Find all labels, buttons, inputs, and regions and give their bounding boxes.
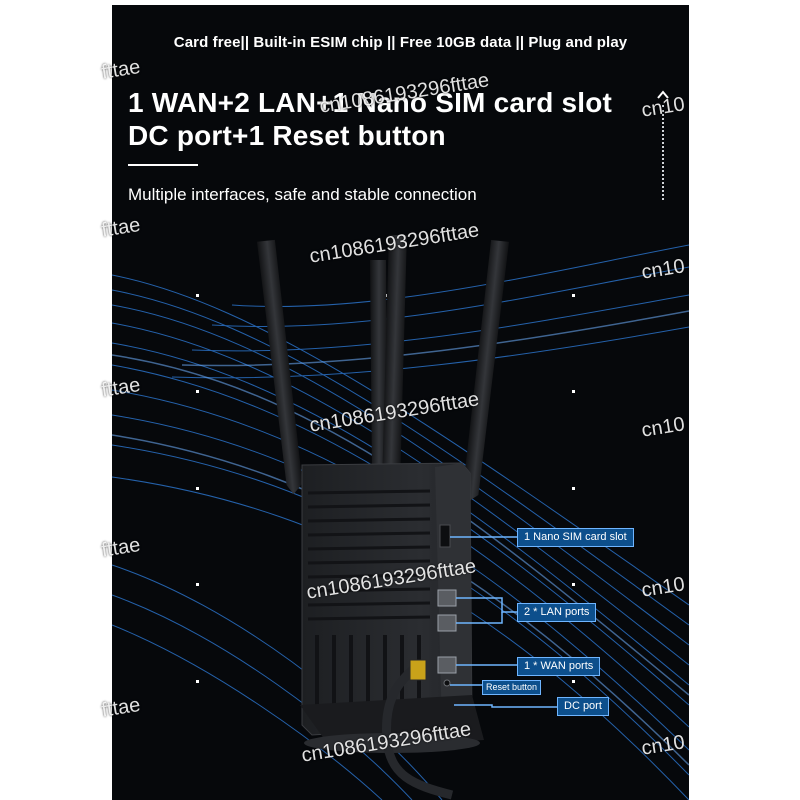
product-poster: Card free|| Built-in ESIM chip || Free 1…	[112, 5, 689, 800]
headline-line-1: 1 WAN+2 LAN+1 Nano SIM card slot	[128, 87, 613, 118]
scroll-indicator[interactable]	[662, 105, 667, 200]
router-body	[300, 462, 484, 800]
callout-dc-port: DC port	[557, 697, 609, 716]
subtitle: Multiple interfaces, safe and stable con…	[128, 185, 477, 204]
feature-tagline: Card free|| Built-in ESIM chip || Free 1…	[173, 34, 628, 51]
background-graphics	[112, 234, 689, 800]
callout-wan-port: 1 * WAN ports	[517, 657, 601, 676]
headline-divider	[128, 164, 198, 166]
callout-lines	[450, 536, 557, 708]
callout-reset-button: Reset button	[482, 680, 542, 695]
callout-lan-ports: 2 * LAN ports	[517, 603, 597, 622]
headline-line-2: DC port+1 Reset button	[128, 120, 446, 151]
callout-sim-slot: 1 Nano SIM card slot	[517, 528, 634, 547]
chevron-up-icon[interactable]	[656, 89, 670, 101]
router-antennas	[256, 234, 510, 515]
